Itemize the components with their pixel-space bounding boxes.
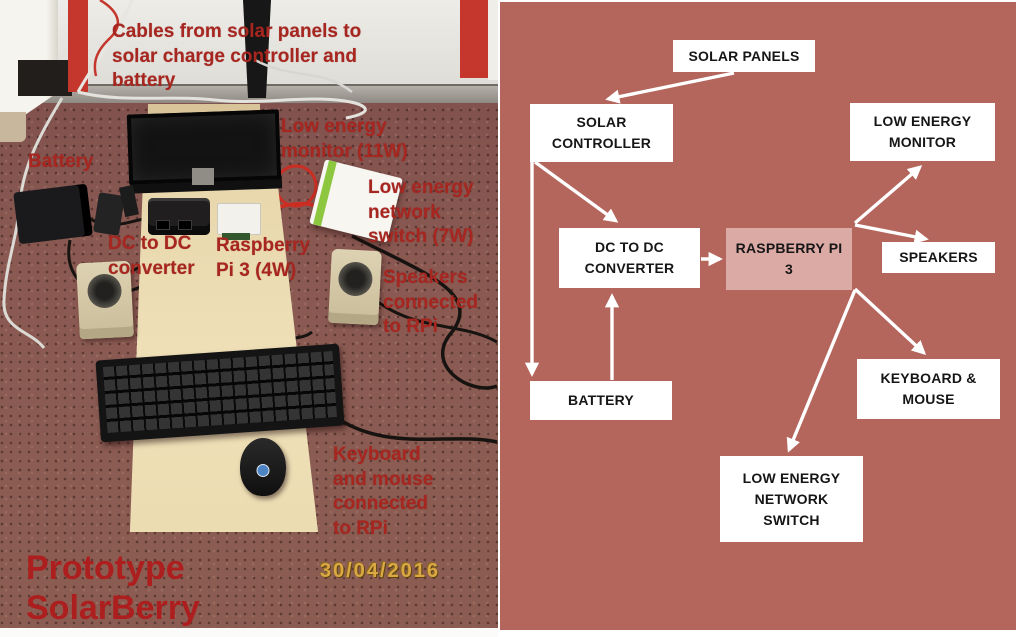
- power-adapter: [93, 192, 125, 236]
- keyboard-cable: [339, 418, 498, 444]
- red-pillar-left: [68, 0, 88, 92]
- node-raspberry-pi-3: RASPBERRY PI 3: [726, 228, 852, 290]
- doorway-shadow: [18, 60, 72, 96]
- prototype-photo: Cables from solar panels to solar charge…: [0, 0, 498, 637]
- switch-green-stripe: [313, 160, 337, 227]
- annotation-keyboard: Keyboard and mouse connected to RPi: [333, 444, 434, 540]
- system-diagram: SOLAR PANELS SOLAR CONTROLLER LOW ENERGY…: [498, 0, 1024, 637]
- dc-converter-object: [148, 198, 210, 235]
- annotation-switch: Low energy network switch (7W): [368, 177, 474, 248]
- wall-edge-right: [488, 0, 498, 80]
- node-solar-controller: SOLAR CONTROLLER: [530, 104, 673, 162]
- door-frame-foot: [0, 112, 26, 142]
- keyboard-keys: [102, 351, 337, 433]
- annotation-cables: Cables from solar panels to solar charge…: [112, 21, 362, 92]
- date-stamp: 30/04/2016: [320, 560, 441, 582]
- node-dc-to-dc-converter: DC TO DC CONVERTER: [559, 228, 700, 288]
- annotation-battery: Battery: [28, 151, 94, 172]
- node-keyboard-mouse: KEYBOARD & MOUSE: [857, 359, 1000, 419]
- mouse-logo: [256, 464, 270, 477]
- speaker-right: [328, 248, 382, 326]
- node-low-energy-monitor: LOW ENERGY MONITOR: [850, 103, 995, 161]
- mouse-object: [240, 438, 286, 496]
- node-network-switch: LOW ENERGY NETWORK SWITCH: [720, 456, 863, 542]
- photo-bottom-margin: [0, 628, 498, 637]
- annotation-monitor: Low energy monitor (11W): [281, 116, 408, 162]
- converter-port: [156, 220, 170, 230]
- converter-port: [178, 220, 192, 230]
- keyboard-object: [95, 343, 345, 443]
- battery-object: [13, 183, 93, 245]
- annotation-raspberry: Raspberry Pi 3 (4W): [216, 235, 310, 281]
- raspberry-pi-object: [217, 203, 261, 235]
- node-battery: BATTERY: [530, 381, 672, 420]
- monitor-stand: [192, 168, 214, 185]
- red-pillar-right: [460, 0, 488, 78]
- annotation-speakers: Speakers connected to RPi: [383, 267, 479, 338]
- node-solar-panels: SOLAR PANELS: [673, 40, 815, 72]
- speaker-driver: [337, 261, 374, 297]
- photo-caption: Prototype SolarBerry: [26, 549, 200, 628]
- node-speakers: SPEAKERS: [882, 242, 995, 273]
- raspberry-pi-pins: [222, 233, 250, 240]
- annotation-converter: DC to DC converter: [108, 233, 195, 279]
